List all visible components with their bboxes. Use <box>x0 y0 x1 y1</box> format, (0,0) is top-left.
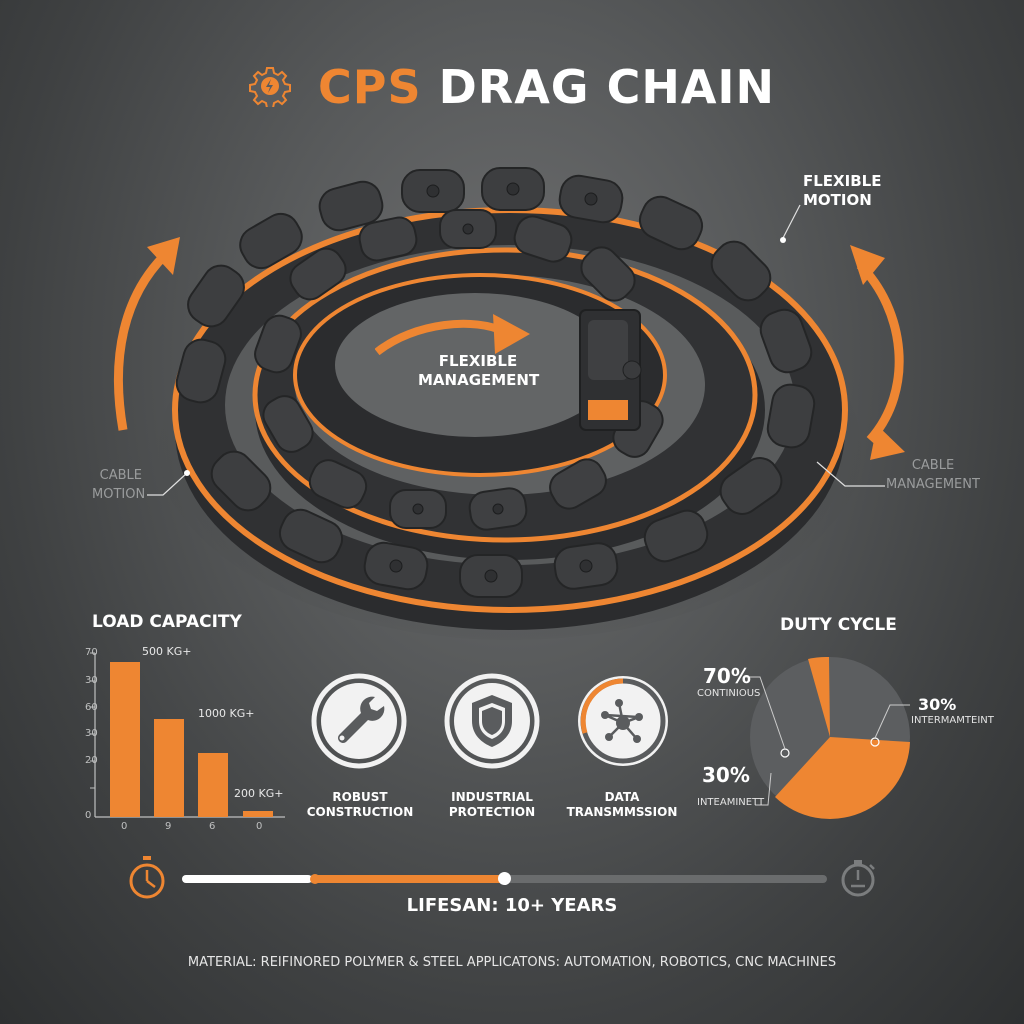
callout-flexible-management: FLEXIBLE MANAGEMENT <box>418 352 540 390</box>
feature-label-line-2: PROTECTION <box>448 805 536 819</box>
y-tick-0: 0 <box>85 810 92 821</box>
lifespan-slider-handle <box>498 872 511 885</box>
network-icon <box>578 676 668 766</box>
callout-line-1: FLEXIBLE <box>803 172 882 190</box>
chain-end-bracket <box>579 309 642 431</box>
x-tick-1: 0 <box>121 821 128 832</box>
y-tick-4: 30 <box>85 728 98 739</box>
timer-icon <box>841 860 875 897</box>
pie-label-70-pct: 70% <box>703 664 751 688</box>
wrench-icon <box>311 673 407 769</box>
pie-label-continuous: CONTINIOUS <box>697 688 761 699</box>
feature-label-line-2: CONSTRUCTION <box>306 805 414 819</box>
y-tick-5: 20 <box>85 755 98 766</box>
duty-cycle-pie-chart <box>745 656 910 819</box>
pie-label-intermittent-left: INTEAMINETT <box>697 797 765 808</box>
callout-line-1: FLEXIBLE <box>438 352 518 370</box>
x-tick-4: 0 <box>256 821 263 832</box>
y-tick-3: 60 <box>85 702 98 713</box>
shield-icon <box>444 673 540 769</box>
pie-label-30-pct-left: 30% <box>702 763 750 787</box>
curved-arrow-center-icon <box>375 314 530 356</box>
leader-line-cable-motion <box>147 470 190 496</box>
callout-line-2: MOTION <box>92 487 146 502</box>
lifespan-progress-white <box>182 875 312 883</box>
feature-data-transmission <box>575 673 671 769</box>
callout-flexible-motion: FLEXIBLE MOTION <box>803 172 881 210</box>
leader-line-flexible-motion <box>780 204 801 243</box>
y-tick-70: 70 <box>85 647 98 658</box>
pie-label-intermittent-right: INTERMAMTEINT <box>911 715 994 726</box>
load-capacity-title: LOAD CAPACITY <box>92 612 242 632</box>
y-tick-2: 30 <box>85 675 98 686</box>
bidirectional-arrow-right-icon <box>850 245 905 460</box>
lifespan-marker-orange <box>310 874 320 884</box>
product-name: DRAG CHAIN <box>438 60 776 114</box>
bar-label-1000kg: 1000 KG+ <box>198 707 255 720</box>
callout-line-1: CABLE <box>911 458 955 473</box>
lifespan-label: LIFESAN: 10+ YEARS <box>406 895 618 916</box>
stopwatch-icon <box>129 856 165 899</box>
feature-label-line-2: TRANSMMSSION <box>566 805 678 819</box>
duty-cycle-title: DUTY CYCLE <box>780 615 897 635</box>
callout-cable-management: CABLE MANAGEMENT <box>878 456 988 494</box>
feature-label-robust: ROBUST CONSTRUCTION <box>290 790 430 820</box>
bar-label-200kg: 200 KG+ <box>234 787 284 800</box>
callout-line-2: MOTION <box>803 191 872 209</box>
x-tick-3: 6 <box>209 821 216 832</box>
footer-specs: MATERIAL: REIFINORED POLYMER & STEEL APP… <box>187 955 837 970</box>
feature-label-line-1: ROBUST <box>332 790 388 804</box>
callout-cable-motion: CABLE MOTION <box>92 466 146 504</box>
pie-label-30-pct-right: 30% <box>918 695 957 714</box>
x-tick-2: 9 <box>165 821 172 832</box>
feature-label-industrial: INDUSTRIAL PROTECTION <box>422 790 562 820</box>
leader-line-cable-management <box>816 461 885 487</box>
callout-line-2: MANAGEMENT <box>886 477 980 492</box>
feature-label-line-1: DATA <box>604 790 640 804</box>
brand-name: CPS <box>317 60 422 114</box>
callout-line-2: MANAGEMENT <box>418 371 540 389</box>
rotate-arrow-left-icon <box>113 237 180 431</box>
lifespan-progress-orange <box>312 875 502 883</box>
feature-label-line-1: INDUSTRIAL <box>451 790 533 804</box>
lifespan-track <box>182 872 827 885</box>
bar-label-500kg: 500 KG+ <box>142 645 192 658</box>
load-capacity-bar-chart <box>90 652 285 818</box>
drag-chain-illustration <box>150 167 870 640</box>
callout-line-1: CABLE <box>99 468 142 483</box>
feature-industrial-protection <box>444 673 540 769</box>
feature-label-data: DATA TRANSMMSSION <box>552 790 692 820</box>
page-title: CPS DRAG CHAIN <box>0 60 1024 118</box>
feature-robust-construction <box>311 673 407 769</box>
gear-lightning-icon <box>248 64 291 118</box>
